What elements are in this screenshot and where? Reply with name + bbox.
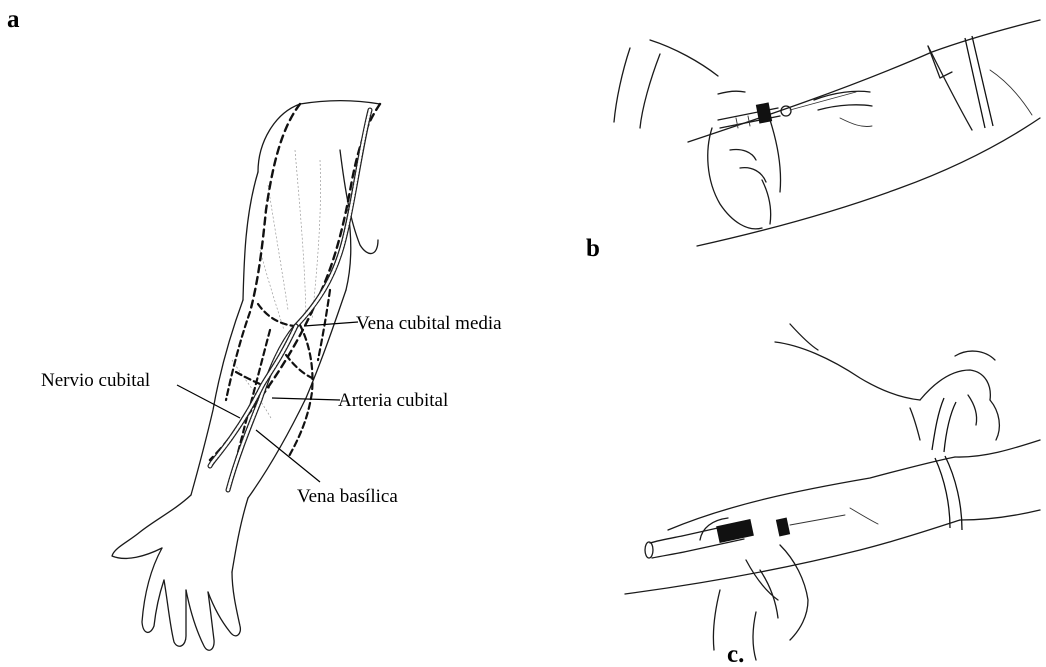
hand-b [614, 40, 781, 229]
label-nervio-cubital: Nervio cubital [41, 370, 150, 391]
label-arteria-cubital: Arteria cubital [338, 390, 448, 411]
label-vena-basilica-group: Vena basílica [256, 430, 398, 507]
arm-b [688, 20, 1040, 246]
label-vena-basilica: Vena basílica [297, 486, 398, 507]
panel-b: b [586, 20, 1040, 262]
label-arteria-cubital-group: Arteria cubital [272, 390, 448, 411]
label-vena-cubital-media-group: Vena cubital media [304, 313, 502, 334]
tourniquet-c [932, 398, 962, 530]
panel-a: a [7, 6, 502, 650]
hand-pulling-tourniquet [775, 324, 999, 440]
panel-letter-c: c. [727, 641, 744, 667]
panel-c: c. [625, 324, 1040, 667]
nervio-cubital-vessel [210, 326, 296, 466]
panel-letter-b: b [586, 235, 600, 262]
vena-basilica-dashed [226, 290, 330, 490]
panel-letter-a: a [7, 6, 20, 33]
hand-holding-syringe-c [700, 518, 808, 660]
syringe-c [645, 515, 845, 558]
palpating-finger-b [814, 91, 872, 126]
arm-muscle-shading [232, 150, 321, 420]
arm-outline [112, 101, 380, 651]
syringe-b [718, 92, 856, 128]
arteria-cubital-vessel [228, 110, 370, 490]
label-nervio-cubital-group: Nervio cubital [41, 370, 240, 418]
label-vena-cubital-media: Vena cubital media [356, 313, 502, 334]
